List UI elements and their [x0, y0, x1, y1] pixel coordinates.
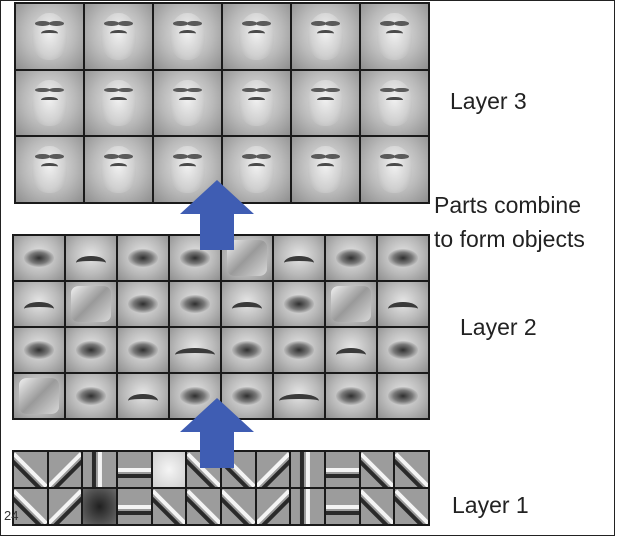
part-feature-cell: [378, 374, 428, 418]
edge-feature-cell: [118, 452, 151, 487]
face-feature-cell: [85, 137, 152, 202]
edge-feature-cell: [395, 489, 428, 524]
part-feature-cell: [66, 282, 116, 326]
edge-feature-cell: [395, 452, 428, 487]
part-feature-cell: [378, 236, 428, 280]
part-feature-cell: [274, 328, 324, 372]
part-feature-cell: [14, 282, 64, 326]
part-feature-cell: [170, 328, 220, 372]
face-feature-cell: [223, 137, 290, 202]
part-feature-cell: [66, 236, 116, 280]
edge-feature-cell: [14, 452, 47, 487]
face-feature-cell: [16, 137, 83, 202]
face-feature-cell: [16, 70, 83, 136]
up-arrow-icon: [180, 398, 254, 468]
part-feature-cell: [14, 236, 64, 280]
face-feature-cell: [85, 4, 152, 69]
layer-3-feature-grid: [14, 2, 430, 204]
annotation-line-2: to form objects: [434, 226, 585, 252]
face-feature-cell: [154, 4, 221, 69]
part-feature-cell: [118, 282, 168, 326]
edge-feature-cell: [187, 489, 220, 524]
part-feature-cell: [378, 282, 428, 326]
layer-1-feature-grid: [12, 450, 430, 526]
edge-feature-cell: [118, 489, 151, 524]
part-feature-cell: [274, 282, 324, 326]
edge-feature-cell: [256, 489, 290, 524]
part-feature-cell: [326, 282, 376, 326]
edge-feature-cell: [360, 452, 394, 487]
part-feature-cell: [326, 236, 376, 280]
edge-feature-cell: [326, 452, 359, 487]
annotation-line-1: Parts combine: [434, 192, 582, 218]
edge-feature-cell: [360, 489, 394, 524]
part-feature-cell: [326, 374, 376, 418]
face-feature-cell: [292, 137, 359, 202]
edge-feature-cell: [256, 452, 290, 487]
edge-feature-cell: [83, 489, 116, 524]
part-feature-cell: [14, 374, 64, 418]
edge-feature-cell: [14, 489, 47, 524]
edge-feature-cell: [291, 452, 324, 487]
face-feature-cell: [154, 70, 221, 136]
face-feature-cell: [223, 4, 290, 69]
part-feature-cell: [378, 328, 428, 372]
face-feature-cell: [361, 70, 428, 136]
part-feature-cell: [274, 374, 324, 418]
face-feature-cell: [361, 137, 428, 202]
part-feature-cell: [118, 374, 168, 418]
face-feature-cell: [292, 4, 359, 69]
face-feature-cell: [361, 4, 428, 69]
part-feature-cell: [274, 236, 324, 280]
part-feature-cell: [170, 282, 220, 326]
edge-feature-cell: [48, 452, 82, 487]
part-feature-cell: [118, 328, 168, 372]
part-feature-cell: [66, 374, 116, 418]
layer-3-label: Layer 3: [450, 88, 527, 114]
face-feature-cell: [292, 70, 359, 136]
edge-feature-cell: [83, 452, 116, 487]
part-feature-cell: [66, 328, 116, 372]
part-feature-cell: [326, 328, 376, 372]
up-arrow-icon: [180, 180, 254, 250]
edge-feature-cell: [152, 489, 186, 524]
part-feature-cell: [118, 236, 168, 280]
face-feature-cell: [223, 70, 290, 136]
face-feature-cell: [16, 4, 83, 69]
layer-1-label: Layer 1: [452, 492, 529, 518]
face-feature-cell: [85, 70, 152, 136]
edge-feature-cell: [326, 489, 359, 524]
edge-feature-cell: [152, 452, 186, 487]
layer-2-feature-grid: [12, 234, 430, 420]
part-feature-cell: [222, 282, 272, 326]
edge-feature-cell: [222, 489, 255, 524]
edge-feature-cell: [48, 489, 82, 524]
page-number: 24: [4, 508, 19, 523]
edge-feature-cell: [291, 489, 324, 524]
part-feature-cell: [14, 328, 64, 372]
layer-2-label: Layer 2: [460, 314, 537, 340]
part-feature-cell: [222, 328, 272, 372]
